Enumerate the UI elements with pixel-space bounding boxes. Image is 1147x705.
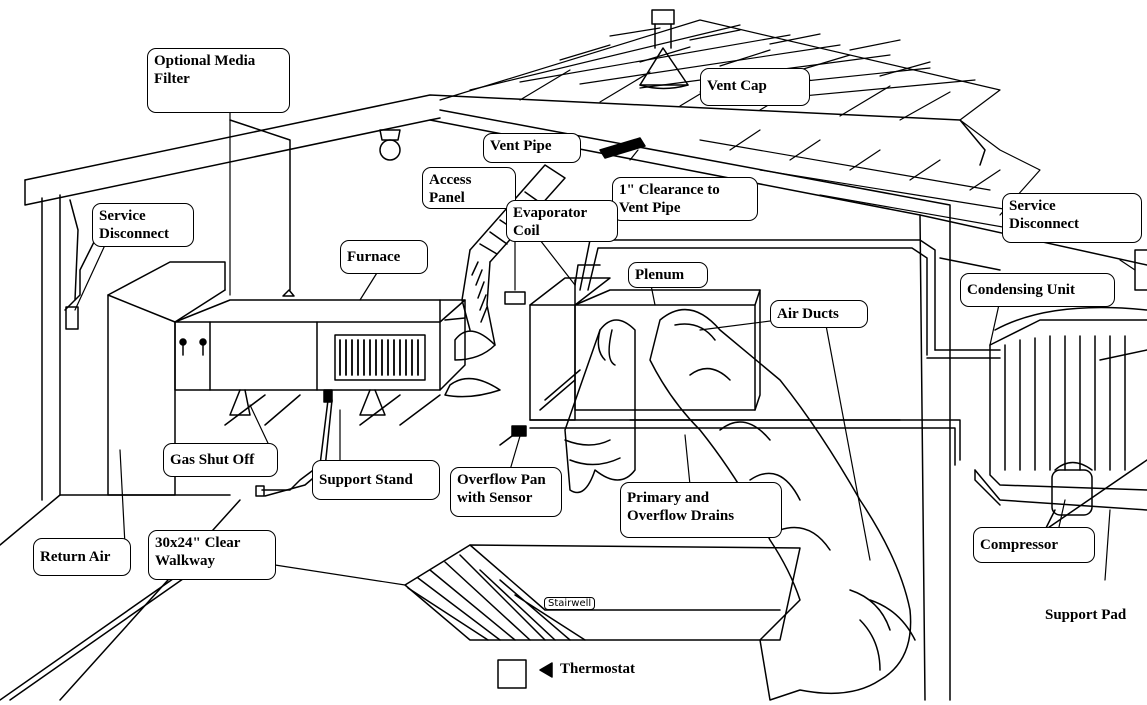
label-stairwell: Stairwell <box>544 597 595 610</box>
label-primary-overflow-drains: Primary and Overflow Drains <box>620 482 782 538</box>
label-furnace: Furnace <box>340 240 428 274</box>
condensing-unit <box>975 308 1147 531</box>
stairwell <box>405 545 800 640</box>
gas-shutoff-valve <box>256 486 264 496</box>
label-clear-walkway: 30x24" Clear Walkway <box>148 530 276 580</box>
label-support-pad: Support Pad <box>1045 607 1126 624</box>
label-clearance-to-vent-pipe: 1" Clearance to Vent Pipe <box>612 177 758 221</box>
thermostat-arrow <box>540 663 552 677</box>
filter-wire <box>230 120 290 290</box>
label-plenum: Plenum <box>628 262 708 288</box>
label-overflow-pan: Overflow Pan with Sensor <box>450 467 562 517</box>
label-air-ducts: Air Ducts <box>770 300 868 328</box>
label-vent-cap: Vent Cap <box>700 68 810 106</box>
label-vent-pipe: Vent Pipe <box>483 133 581 163</box>
label-gas-shut-off: Gas Shut Off <box>163 443 278 477</box>
label-service-disconnect-left: Service Disconnect <box>92 203 194 247</box>
label-evaporator-coil: Evaporator Coil <box>506 200 618 242</box>
service-disconnect-box-right <box>1135 250 1147 290</box>
label-compressor: Compressor <box>973 527 1095 563</box>
label-support-stand: Support Stand <box>312 460 440 500</box>
service-disconnect-box-left <box>66 307 78 329</box>
evaporator-coil <box>505 240 1000 420</box>
plenum <box>575 290 760 410</box>
label-return-air: Return Air <box>33 538 131 576</box>
ceiling-light <box>380 130 400 160</box>
label-thermostat: Thermostat <box>560 661 635 678</box>
label-service-disconnect-right: Service Disconnect <box>1002 193 1142 243</box>
furnace-unit <box>175 290 465 390</box>
label-optional-media-filter: Optional Media Filter <box>147 48 290 113</box>
leader-lines <box>75 110 1135 585</box>
label-condensing-unit: Condensing Unit <box>960 273 1115 307</box>
thermostat-box <box>498 660 526 688</box>
label-access-panel: Access Panel <box>422 167 516 209</box>
